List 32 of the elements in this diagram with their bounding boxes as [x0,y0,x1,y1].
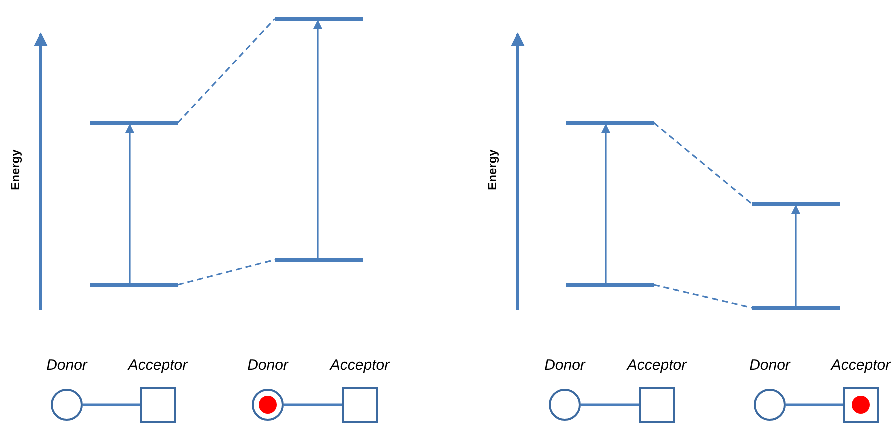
energy-level-bar [90,283,178,287]
connector-line [581,404,639,406]
transition-arrow [791,205,801,306]
node-label: Acceptor [626,356,688,376]
axis-label: Energy [484,150,499,190]
axis-label: Energy [8,150,22,190]
connector-line [83,404,140,406]
energy-level-bar [90,121,178,125]
excited-state-dot [852,396,870,414]
energy-level-bar [566,283,654,287]
excited-state-dot [259,396,277,414]
connector-line [786,404,843,406]
node-label: Acceptor [126,356,189,376]
energy-level-bar [566,121,654,125]
dashed-connector-line [654,284,752,309]
dashed-connector-line [177,18,276,124]
energy-level-bar [275,258,363,262]
dashed-connector-line [178,259,276,286]
node-label: Donor [544,356,587,376]
transition-arrow [313,20,323,258]
transition-arrow [125,124,135,283]
node-label: Acceptor [328,356,391,376]
energy-level-bar [752,306,840,310]
dashed-connector-line [654,122,752,205]
node-label: Donor [246,356,290,376]
energy-level-bar [752,202,840,206]
connector-line [284,404,342,406]
node-label: Donor [46,356,89,376]
node-label: Acceptor [830,356,892,376]
energy-level-bar [275,17,363,21]
transition-arrow [601,124,611,283]
node-label: Donor [748,356,792,376]
